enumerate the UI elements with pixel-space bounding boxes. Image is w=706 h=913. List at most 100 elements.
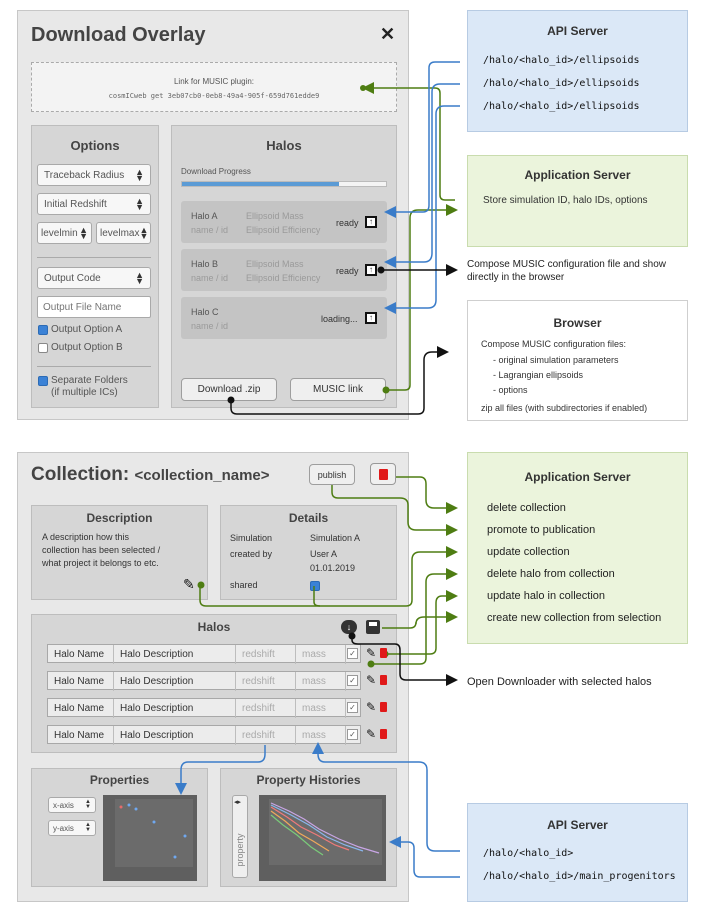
download-zip-button[interactable]: Download .zip: [181, 378, 277, 401]
download-icon[interactable]: ↓: [341, 620, 357, 634]
redshift-label: Initial Redshift: [44, 198, 107, 210]
scatter-point: [173, 855, 177, 859]
traceback-radius-select[interactable]: Traceback Radius▲▼: [37, 164, 151, 186]
property-arrows-icon: ◂▸: [234, 799, 242, 806]
separate-folders-note: (if multiple ICs): [51, 387, 118, 398]
edit-halo-icon[interactable]: ✎: [366, 727, 377, 741]
close-icon[interactable]: ✕: [380, 24, 396, 44]
y-axis-select[interactable]: y-axis▲▼: [48, 820, 96, 836]
cell-name: Halo Name: [48, 699, 114, 718]
scatter-point: [183, 834, 187, 838]
halo-a-mass: Ellipsoid Mass: [246, 211, 304, 221]
property-selector-label: property: [235, 833, 245, 867]
api-server-bottom: [467, 803, 688, 902]
levelmin-select[interactable]: levelmin▲▼: [37, 222, 92, 244]
collection-name: <collection_name>: [134, 467, 270, 484]
halo-c-id: name / id: [191, 321, 229, 331]
app-server-bottom: [467, 452, 688, 644]
delete-halo-icon[interactable]: [380, 648, 387, 658]
music-link-label: Link for MUSIC plugin:: [173, 77, 255, 86]
cell-name: Halo Name: [48, 645, 114, 664]
progress-fill: [182, 182, 340, 186]
cell-redshift: redshift: [236, 645, 296, 664]
levelmin-label: levelmin: [41, 227, 78, 239]
divider: [37, 366, 151, 367]
row-select-checkbox[interactable]: ✓: [347, 729, 358, 740]
api-route: /halo/<halo_id>/ellipsoids: [483, 78, 640, 89]
open-external-icon[interactable]: ↑: [365, 264, 377, 276]
delete-halo-icon[interactable]: [380, 702, 387, 712]
overlay-title: Download Overlay: [31, 24, 206, 46]
output-option-a-checkbox[interactable]: [38, 325, 48, 335]
divider: [37, 257, 151, 258]
save-icon-slot: [369, 622, 377, 626]
save-icon[interactable]: [366, 620, 380, 634]
open-external-icon[interactable]: ↑: [365, 312, 377, 324]
cell-desc: Halo Description: [114, 645, 236, 664]
created-date: 01.01.2019: [310, 563, 356, 573]
output-option-b-checkbox[interactable]: [38, 343, 48, 353]
x-axis-label: x-axis: [53, 800, 74, 810]
open-external-icon[interactable]: ↑: [365, 216, 377, 228]
music-link-box[interactable]: [31, 62, 397, 112]
publish-button[interactable]: publish: [309, 464, 355, 485]
separate-folders-label: Separate Folders: [51, 375, 128, 386]
edit-halo-icon[interactable]: ✎: [366, 700, 377, 714]
edit-halo-icon[interactable]: ✎: [366, 673, 377, 687]
initial-redshift-select[interactable]: Initial Redshift ▲▼: [37, 193, 151, 215]
delete-halo-icon[interactable]: [380, 675, 387, 685]
delete-collection-button[interactable]: [370, 463, 396, 485]
delete-halo-icon[interactable]: [380, 729, 387, 739]
music-link-button[interactable]: MUSIC link: [290, 378, 386, 401]
halo-b-id: name / id: [191, 273, 229, 283]
halo-b-efficiency: Ellipsoid Efficiency: [246, 273, 321, 283]
output-option-b-label: Output Option B: [51, 342, 123, 353]
property-selector[interactable]: [232, 795, 248, 878]
cell-mass: mass: [296, 726, 346, 745]
row-select-checkbox[interactable]: ✓: [347, 702, 358, 713]
edit-description-icon[interactable]: ✎: [183, 576, 195, 592]
compose-note-line2: directly in the browser: [467, 272, 565, 283]
description-title: Description: [86, 511, 153, 525]
sim-value: Simulation A: [310, 533, 361, 543]
row-select-checkbox[interactable]: ✓: [347, 648, 358, 659]
scatter-point: [127, 803, 131, 807]
row-select-checkbox[interactable]: ✓: [347, 675, 358, 686]
shared-checkbox[interactable]: [310, 581, 320, 591]
halo-card-b: [181, 249, 387, 291]
separate-folders-checkbox[interactable]: [38, 376, 48, 386]
cell-redshift: redshift: [236, 699, 296, 718]
x-axis-select[interactable]: x-axis ▲▼: [48, 797, 96, 813]
halo-b-name: Halo B: [191, 259, 219, 269]
halo-a-status: ready: [336, 218, 359, 228]
output-file-name-input[interactable]: [37, 296, 151, 318]
cell-redshift: redshift: [236, 672, 296, 691]
scatter-point: [134, 807, 138, 811]
compose-note-line1: Compose MUSIC configuration file and sho…: [467, 259, 666, 270]
property-histories-plot: [259, 795, 386, 881]
scatter-point: [152, 820, 156, 824]
updown-icon: ▲▼: [79, 225, 88, 241]
updown-icon: ▲▼: [85, 799, 91, 810]
y-axis-label: y-axis: [53, 823, 74, 833]
levelmax-label: levelmax: [100, 227, 140, 239]
app-server-top-title: Application Server: [524, 168, 631, 182]
browser-item: - options: [493, 385, 528, 395]
updown-icon: ▲▼: [135, 196, 144, 212]
cell-desc: Halo Description: [114, 699, 236, 718]
sim-label: Simulation: [230, 533, 273, 543]
cell-desc: Halo Description: [114, 672, 236, 691]
description-line: A description how this: [42, 532, 130, 542]
created-label: created by: [230, 549, 273, 559]
edit-halo-icon[interactable]: ✎: [366, 646, 377, 660]
browser-item: - Lagrangian ellipsoids: [493, 370, 584, 380]
output-code-select[interactable]: Output Code▲▼: [37, 267, 151, 289]
levelmax-select[interactable]: levelmax▲▼: [96, 222, 151, 244]
cell-mass: mass: [296, 699, 346, 718]
app-action: promote to publication: [487, 524, 596, 536]
api-route: /halo/<halo_id>: [483, 848, 574, 859]
